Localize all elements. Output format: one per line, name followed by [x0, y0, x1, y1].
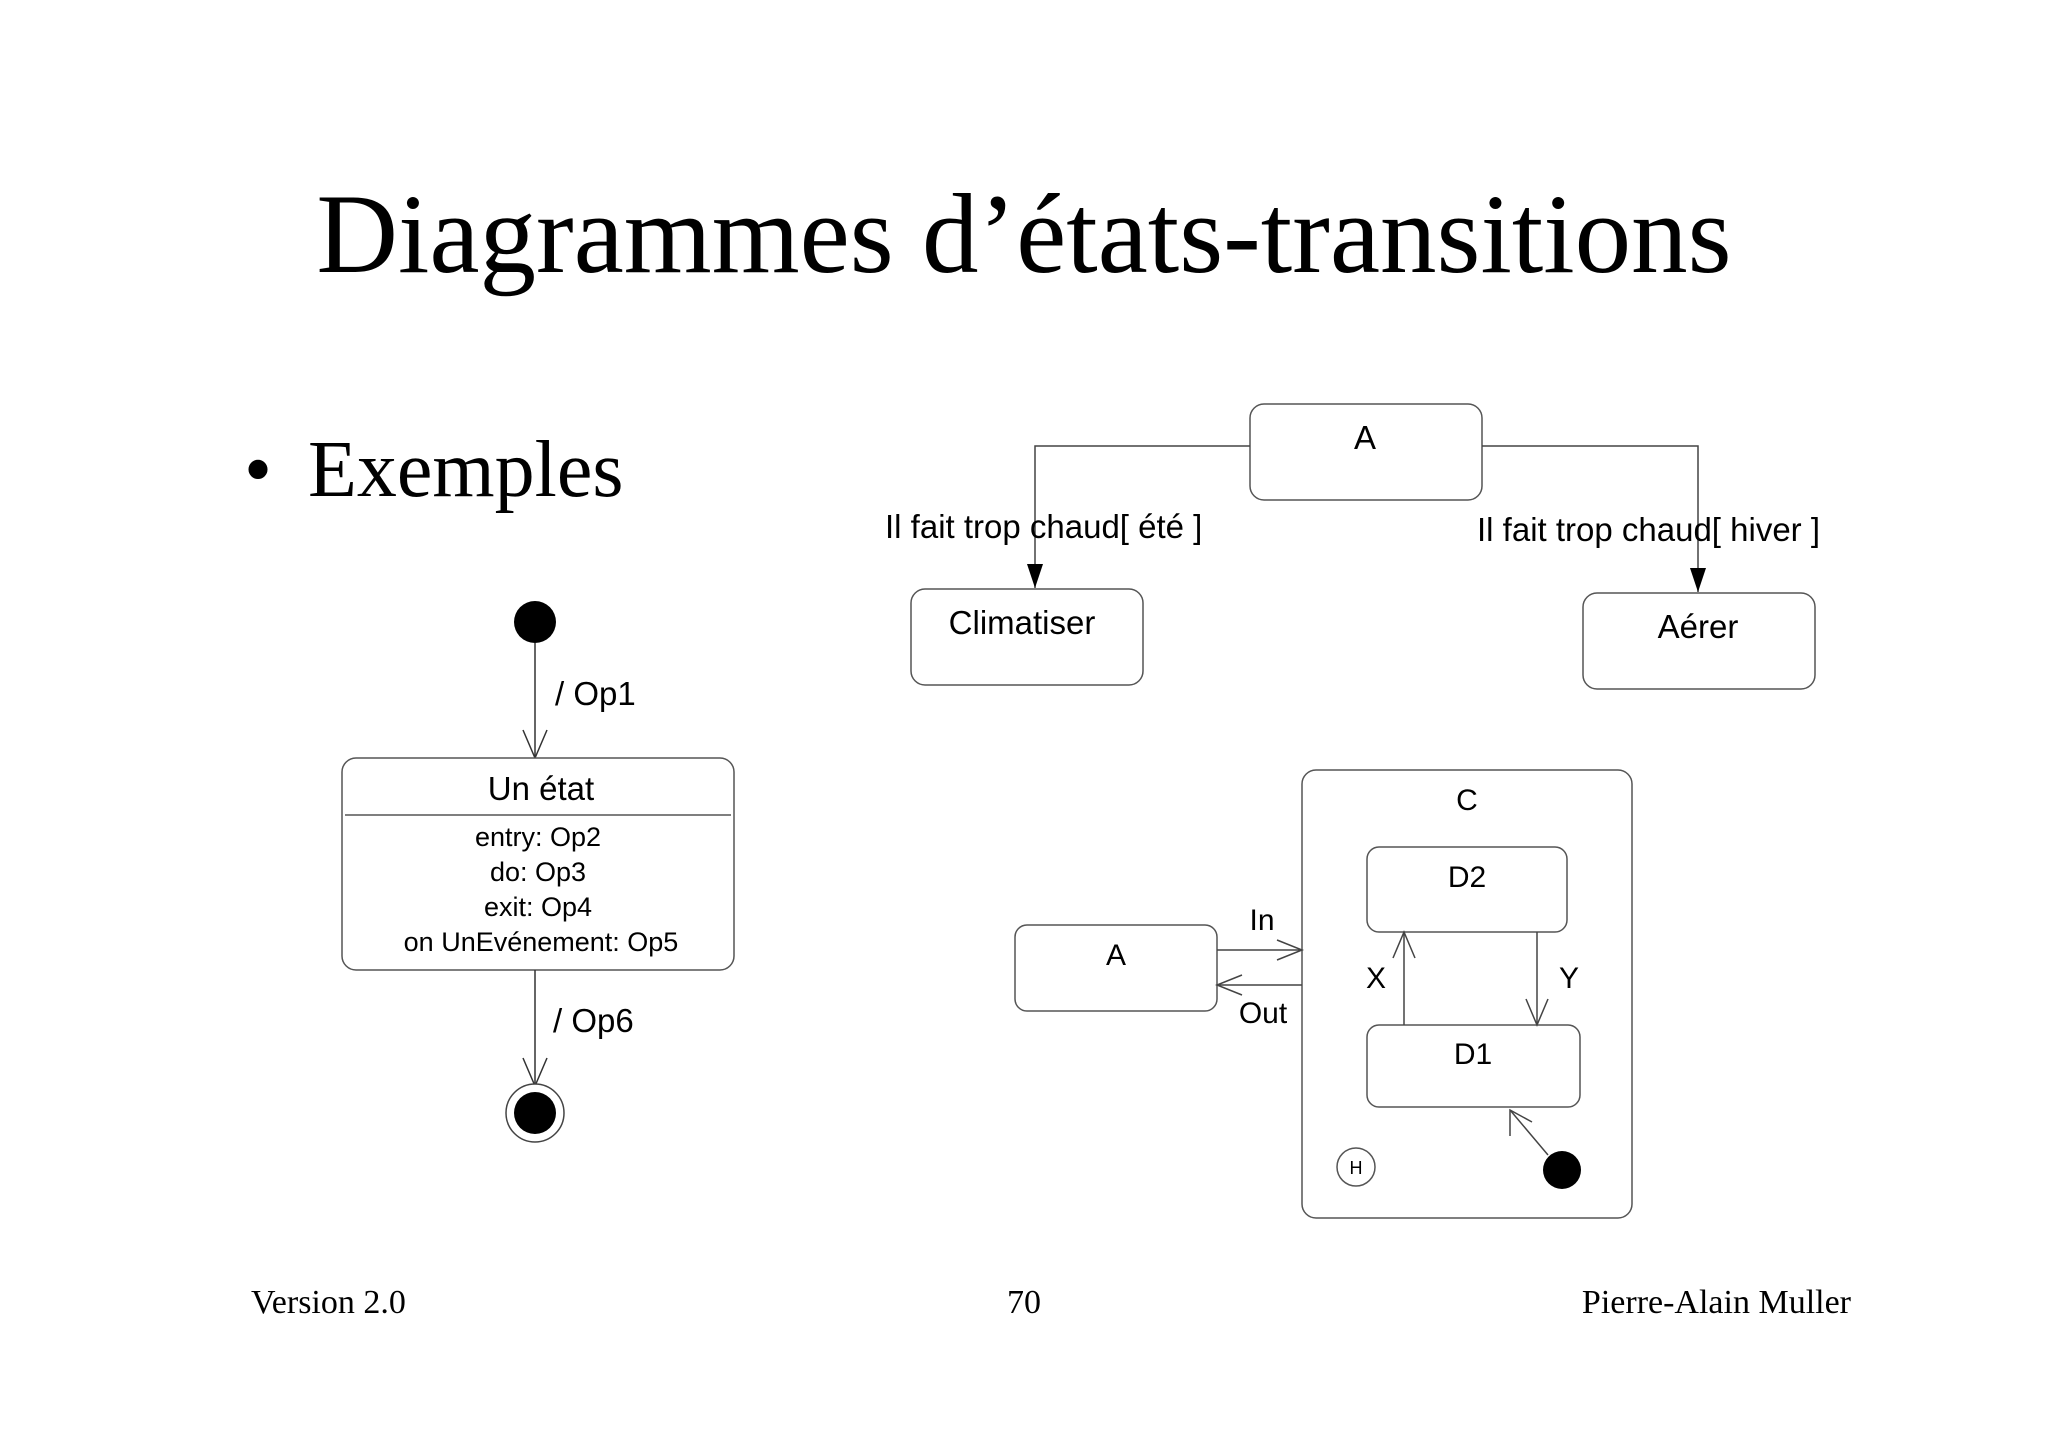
bullet-dot: • [244, 426, 273, 514]
state-d1 [1366, 1024, 1581, 1108]
activity-do: do: Op3 [490, 857, 586, 887]
transition-hiver-line [1482, 445, 1699, 592]
state-a-top [1249, 403, 1483, 501]
guard-hiver-label: Il fait trop chaud[ hiver ] [1477, 511, 1820, 548]
filled-arrowhead [1027, 564, 1043, 588]
state-d1-name: D1 [1454, 1038, 1492, 1071]
state-aerer-name: Aérer [1658, 608, 1739, 645]
open-arrowhead [1509, 1108, 1533, 1136]
state-d2 [1366, 846, 1568, 933]
initial-pseudostate-inner [1543, 1151, 1581, 1189]
state-a-bottom [1014, 924, 1218, 1012]
initial-pseudostate [514, 601, 556, 643]
transition-ete-line [1034, 445, 1250, 588]
bullet-text: Exemples [308, 426, 624, 514]
final-state-dot [514, 1092, 556, 1134]
transition-x-label: X [1366, 962, 1386, 995]
open-arrowhead [1525, 998, 1549, 1027]
state-a-top-name: A [1354, 419, 1376, 456]
diagram-guarded-transitions: A Il fait trop chaud[ été ] Il fait trop… [885, 403, 1820, 690]
history-label: H [1350, 1158, 1363, 1178]
open-arrowhead [1214, 974, 1243, 996]
footer-version: Version 2.0 [251, 1284, 406, 1321]
slide-title: Diagrammes d’états-transitions [316, 172, 1732, 297]
state-un-etat-name: Un état [488, 770, 594, 807]
history-pseudostate [1336, 1147, 1376, 1187]
guard-ete-label: Il fait trop chaud[ été ] [885, 508, 1202, 545]
diagram-simple-state: / Op1 Un état entry: Op2 do: Op3 exit: O… [341, 601, 735, 1143]
state-aerer [1582, 592, 1816, 690]
transition-initial-label: / Op1 [555, 675, 636, 712]
state-climatiser [910, 588, 1144, 686]
state-d2-name: D2 [1448, 861, 1486, 894]
bullet-item: •Exemples [244, 430, 623, 510]
transition-final-label: / Op6 [553, 1002, 634, 1039]
open-arrowhead [1276, 939, 1305, 961]
footer-author: Pierre-Alain Muller [1581, 1284, 1851, 1321]
diagram-composite-state: C D2 D1 X Y H A I [1014, 769, 1633, 1219]
transition-y-label: Y [1559, 962, 1579, 995]
activity-exit: exit: Op4 [484, 892, 592, 922]
state-climatiser-name: Climatiser [949, 604, 1096, 641]
activity-event: on UnEvénement: Op5 [404, 927, 679, 957]
transition-out-label: Out [1239, 997, 1288, 1030]
filled-arrowhead [1690, 568, 1706, 592]
composite-state-c-name: C [1456, 784, 1478, 817]
transition-in-label: In [1249, 904, 1274, 937]
footer-page-number: 70 [1007, 1284, 1041, 1321]
state-un-etat [341, 757, 735, 971]
state-a-bottom-name: A [1106, 939, 1126, 972]
open-arrowhead [1392, 930, 1416, 959]
activity-entry: entry: Op2 [475, 822, 601, 852]
transition-initial-inner-line [1509, 1109, 1549, 1156]
